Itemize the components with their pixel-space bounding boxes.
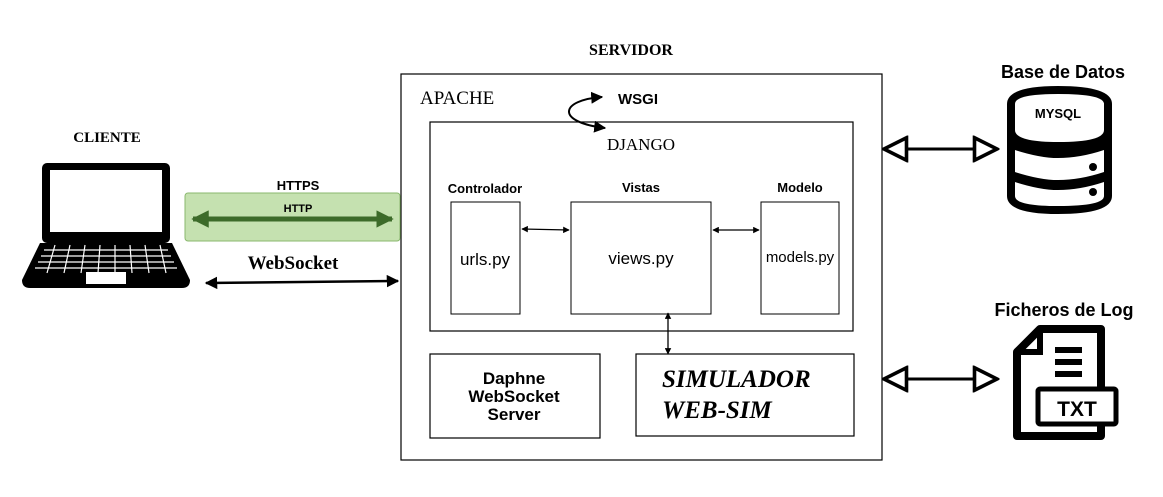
models-label: models.py <box>766 249 835 266</box>
simulador-label-line2: WEB-SIM <box>662 397 773 424</box>
models-box <box>760 201 840 315</box>
txt-file-icon <box>1013 325 1119 440</box>
django-box <box>429 121 854 332</box>
txt-label: TXT <box>1057 398 1097 421</box>
wsgi-label: WSGI <box>618 91 658 108</box>
websocket-arrow <box>204 274 400 290</box>
simulador-box <box>635 353 855 437</box>
base-de-datos-label: Base de Datos <box>1001 62 1125 82</box>
apache-label: APACHE <box>420 88 494 109</box>
apache-box <box>400 73 883 461</box>
wsgi-curve-arrow <box>568 91 607 133</box>
https-label: HTTPS <box>277 178 320 193</box>
database-icon <box>1007 86 1112 214</box>
urls-box <box>450 201 521 315</box>
daphne-box <box>429 353 601 439</box>
daphne-label-line1: Daphne <box>483 369 545 388</box>
servidor-label: SERVIDOR <box>589 42 673 59</box>
mysql-label: MYSQL <box>1035 106 1081 121</box>
modelo-label: Modelo <box>777 180 823 195</box>
ficheros-de-log-label: Ficheros de Log <box>994 300 1133 320</box>
django-label: DJANGO <box>607 135 675 154</box>
vistas-label: Vistas <box>622 180 660 195</box>
daphne-label-line3: Server <box>488 405 541 424</box>
http-label: HTTP <box>284 203 313 215</box>
controlador-label: Controlador <box>448 181 522 196</box>
urls-views-arrow <box>521 225 570 234</box>
views-box <box>570 201 712 315</box>
cliente-label: CLIENTE <box>73 130 141 146</box>
laptop-icon <box>22 163 190 288</box>
websocket-label: WebSocket <box>248 253 339 274</box>
daphne-label-line2: WebSocket <box>468 387 560 406</box>
urls-label: urls.py <box>460 250 511 269</box>
views-label: views.py <box>608 249 674 268</box>
simulador-label-line1: SIMULADOR <box>662 366 811 393</box>
